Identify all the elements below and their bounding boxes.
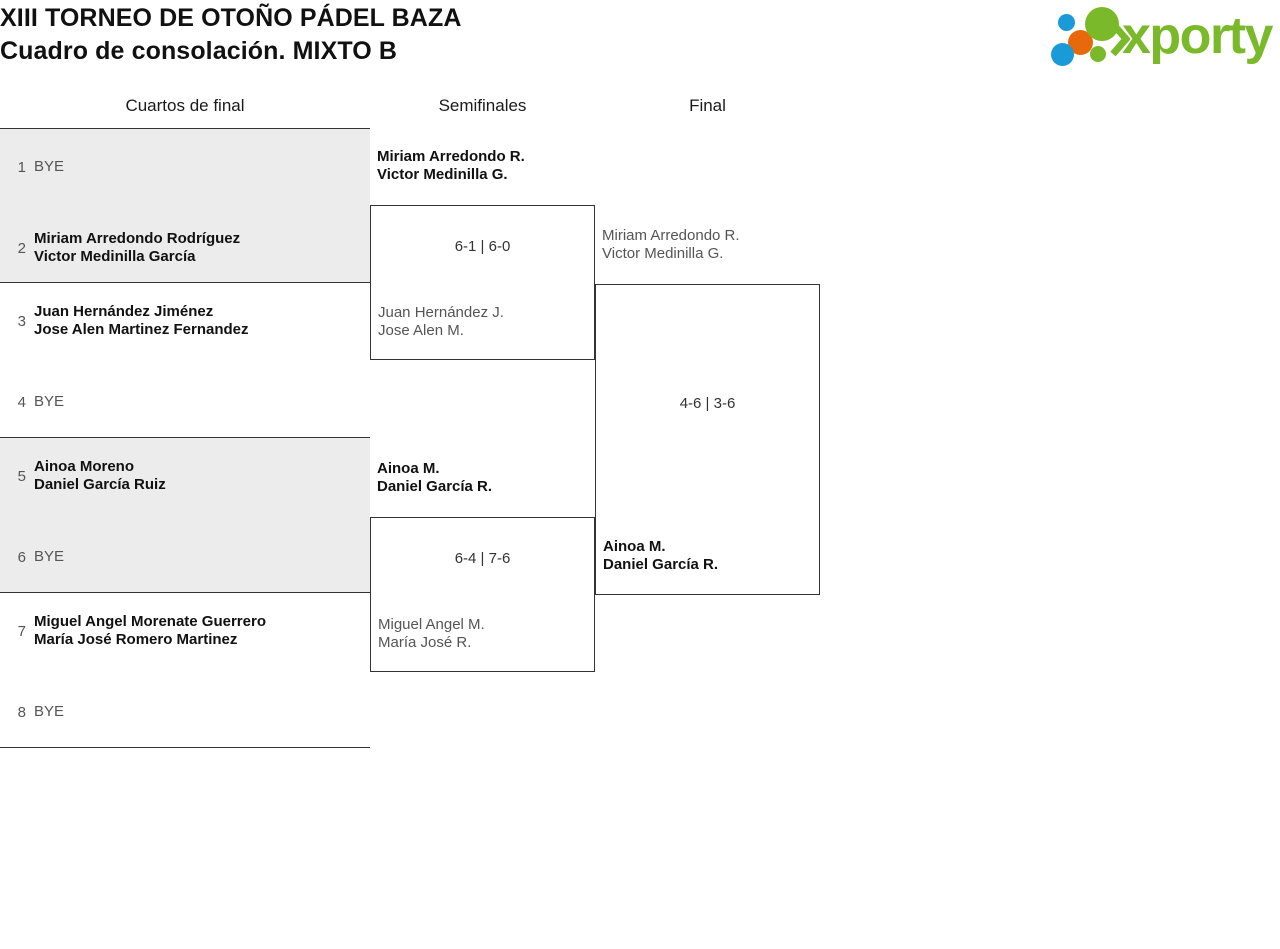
player-name-1: BYE — [34, 703, 65, 720]
player-name-1: Juan Hernández Jiménez — [34, 303, 214, 320]
logo-dot-blue-bottom-icon — [1051, 43, 1074, 66]
player-name-1: Miriam Arredondo Rodríguez — [34, 230, 241, 247]
bracket-match-qf-2[interactable]: 3 Juan Hernández Jiménez Jose Alen Marti… — [0, 283, 370, 438]
player-names: BYE — [34, 158, 64, 176]
seed-number: 1 — [17, 158, 26, 176]
logo-dot-blue-top-icon — [1058, 14, 1075, 31]
bracket-entry-seed-4[interactable]: 4 BYE — [0, 376, 370, 428]
logo-chevron-icon — [1110, 22, 1130, 56]
player-name-2: Victor Medinilla G. — [377, 166, 508, 183]
bracket-match-qf-4[interactable]: 7 Miguel Angel Morenate Guerrero María J… — [0, 593, 370, 748]
seed-number: 4 — [17, 393, 26, 411]
bracket-entry-seed-5[interactable]: 5 Ainoa Moreno Daniel García Ruiz — [0, 450, 370, 502]
tournament-bracket: 1 BYE 2 Miriam Arredondo Rodríguez Victo… — [0, 128, 860, 768]
bracket-match-semifinal-2[interactable]: 6-4 | 7-6 Miguel Angel M. María José R. — [370, 517, 595, 672]
player-name-2: Daniel García R. — [377, 478, 493, 495]
xporty-logo[interactable]: xporty — [1048, 6, 1276, 68]
player-name-2: María José R. — [378, 634, 472, 651]
seed-number: 6 — [17, 548, 26, 566]
page-title: XIII TORNEO DE OTOÑO PÁDEL BAZA Cuadro d… — [0, 2, 462, 68]
final-champion-names: Ainoa M. Daniel García R. — [603, 538, 718, 574]
bracket-match-qf-3[interactable]: 5 Ainoa Moreno Daniel García Ruiz 6 BYE — [0, 438, 370, 593]
player-names: BYE — [34, 548, 64, 566]
player-name-2: Jose Alen Martinez Fernandez — [34, 321, 249, 338]
match-score: 6-1 | 6-0 — [454, 238, 511, 255]
player-name-1: Ainoa M. — [603, 538, 666, 555]
bracket-entry-seed-3[interactable]: 3 Juan Hernández Jiménez Jose Alen Marti… — [0, 295, 370, 347]
bracket-entry-seed-1[interactable]: 1 BYE — [0, 141, 370, 193]
bracket-entry-seed-8[interactable]: 8 BYE — [0, 686, 370, 738]
bracket-subtitle: Cuadro de consolación. MIXTO B — [0, 37, 398, 65]
semifinal-1-winner-names: Miriam Arredondo R. Victor Medinilla G. — [377, 148, 525, 184]
round-header-final: Final — [689, 96, 726, 115]
semifinal-2-loser-names: Miguel Angel M. María José R. — [378, 616, 485, 652]
final-runner-up-names: Miriam Arredondo R. Victor Medinilla G. — [602, 227, 740, 263]
semifinal-1-loser-names: Juan Hernández J. Jose Alen M. — [378, 304, 504, 340]
player-names: Miriam Arredondo Rodríguez Victor Medini… — [34, 230, 240, 266]
match-score: 6-4 | 7-6 — [454, 550, 511, 567]
player-names: Ainoa Moreno Daniel García Ruiz — [34, 458, 166, 494]
seed-number: 7 — [17, 622, 26, 640]
logo-dots-icon — [1048, 6, 1130, 66]
player-name-1: Miriam Arredondo R. — [377, 148, 525, 165]
player-names: BYE — [34, 703, 64, 721]
bracket-entry-seed-7[interactable]: 7 Miguel Angel Morenate Guerrero María J… — [0, 605, 370, 657]
player-name-1: BYE — [34, 158, 65, 175]
player-names: BYE — [34, 393, 64, 411]
player-name-2: Daniel García Ruiz — [34, 476, 166, 493]
tournament-name: XIII TORNEO DE OTOÑO PÁDEL BAZA — [0, 4, 462, 32]
round-header-quarterfinals: Cuartos de final — [125, 96, 245, 115]
player-name-2: Jose Alen M. — [378, 322, 464, 339]
seed-number: 2 — [17, 239, 26, 257]
player-name-1: Juan Hernández J. — [378, 304, 504, 321]
player-name-2: María José Romero Martinez — [34, 631, 238, 648]
bracket-entry-seed-2[interactable]: 2 Miriam Arredondo Rodríguez Victor Medi… — [0, 222, 370, 274]
player-name-1: BYE — [34, 393, 65, 410]
player-names: Juan Hernández Jiménez Jose Alen Martine… — [34, 303, 249, 339]
semifinal-2-winner-names: Ainoa M. Daniel García R. — [377, 460, 492, 496]
player-name-1: Miguel Angel M. — [378, 616, 485, 633]
player-name-1: Miguel Angel Morenate Guerrero — [34, 613, 266, 630]
player-name-1: Ainoa Moreno — [34, 458, 134, 475]
player-name-1: Miriam Arredondo R. — [602, 227, 740, 244]
player-names: Miguel Angel Morenate Guerrero María Jos… — [34, 613, 266, 649]
round-header-semifinals: Semifinales — [438, 96, 527, 115]
match-score: 4-6 | 3-6 — [679, 395, 736, 412]
bracket-match-semifinal-1[interactable]: 6-1 | 6-0 Juan Hernández J. Jose Alen M. — [370, 205, 595, 360]
player-name-1: BYE — [34, 548, 65, 565]
player-name-2: Victor Medinilla García — [34, 248, 196, 265]
logo-dot-green-small-icon — [1090, 46, 1106, 62]
seed-number: 3 — [17, 312, 26, 330]
page-header: XIII TORNEO DE OTOÑO PÁDEL BAZA Cuadro d… — [0, 0, 1280, 88]
player-name-1: Ainoa M. — [377, 460, 440, 477]
player-name-2: Victor Medinilla G. — [602, 245, 724, 262]
bracket-entry-seed-6[interactable]: 6 BYE — [0, 531, 370, 583]
seed-number: 8 — [17, 703, 26, 721]
logo-wordmark: xporty — [1122, 7, 1273, 65]
seed-number: 5 — [17, 467, 26, 485]
bracket-match-qf-1[interactable]: 1 BYE 2 Miriam Arredondo Rodríguez Victo… — [0, 128, 370, 283]
player-name-2: Daniel García R. — [603, 556, 719, 573]
bracket-match-final[interactable]: 4-6 | 3-6 Ainoa M. Daniel García R. — [595, 284, 820, 595]
